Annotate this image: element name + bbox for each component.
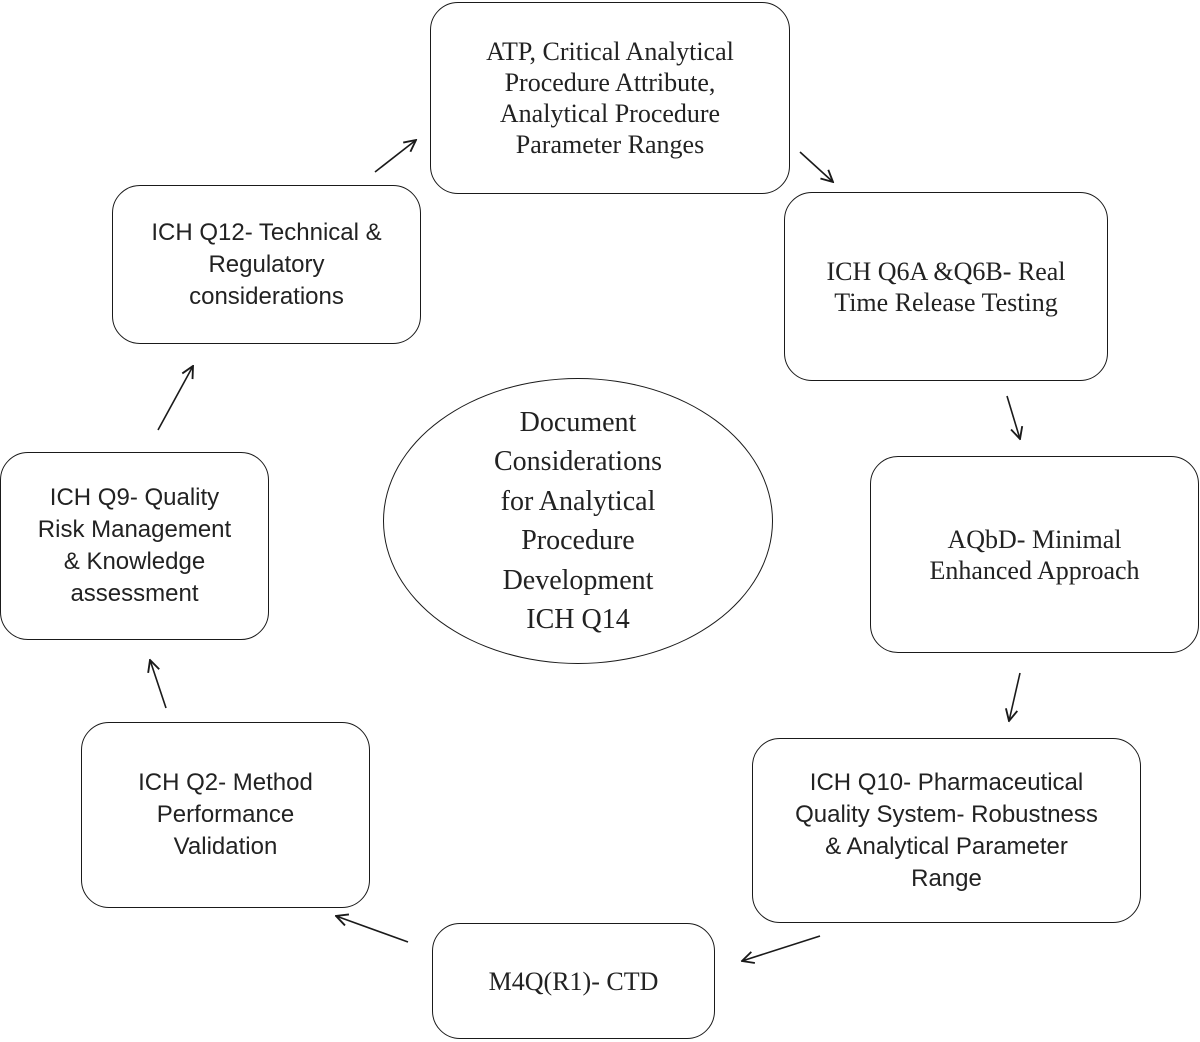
center-ellipse: Document Considerations for Analytical P… bbox=[383, 378, 773, 664]
node-aqbd-label: AQbD- Minimal Enhanced Approach bbox=[929, 524, 1140, 585]
node-q10: ICH Q10- Pharmaceutical Quality System- … bbox=[752, 738, 1141, 923]
arrow-q12-to-atp bbox=[374, 140, 416, 173]
arrow-q6-to-aqbd bbox=[1006, 395, 1020, 439]
node-q10-label: ICH Q10- Pharmaceutical Quality System- … bbox=[795, 768, 1098, 892]
node-q12-label: ICH Q12- Technical & Regulatory consider… bbox=[151, 218, 382, 310]
arrow-q2-to-q9 bbox=[150, 660, 167, 709]
node-q6-label: ICH Q6A &Q6B- Real Time Release Testing bbox=[826, 256, 1066, 317]
node-m4q-label: M4Q(R1)- CTD bbox=[488, 966, 659, 996]
arrow-q9-to-q12 bbox=[157, 366, 193, 431]
arrow-aqbd-to-q10 bbox=[1009, 672, 1021, 721]
arrow-atp-to-q6 bbox=[799, 151, 833, 182]
node-q6: ICH Q6A &Q6B- Real Time Release Testing bbox=[784, 192, 1108, 381]
node-q2: ICH Q2- Method Performance Validation bbox=[81, 722, 370, 908]
node-atp: ATP, Critical Analytical Procedure Attri… bbox=[430, 2, 790, 194]
center-title: Document Considerations for Analytical P… bbox=[494, 406, 662, 636]
node-m4q: M4Q(R1)- CTD bbox=[432, 923, 715, 1039]
node-q2-label: ICH Q2- Method Performance Validation bbox=[138, 769, 313, 860]
node-q9-label: ICH Q9- Quality Risk Management & Knowle… bbox=[37, 484, 232, 607]
node-aqbd: AQbD- Minimal Enhanced Approach bbox=[870, 456, 1199, 653]
node-q12: ICH Q12- Technical & Regulatory consider… bbox=[112, 185, 421, 344]
node-atp-label: ATP, Critical Analytical Procedure Attri… bbox=[486, 37, 734, 159]
node-q9: ICH Q9- Quality Risk Management & Knowle… bbox=[0, 452, 269, 640]
arrow-m4q-to-q2 bbox=[336, 916, 409, 943]
arrow-q10-to-m4q bbox=[742, 935, 821, 961]
